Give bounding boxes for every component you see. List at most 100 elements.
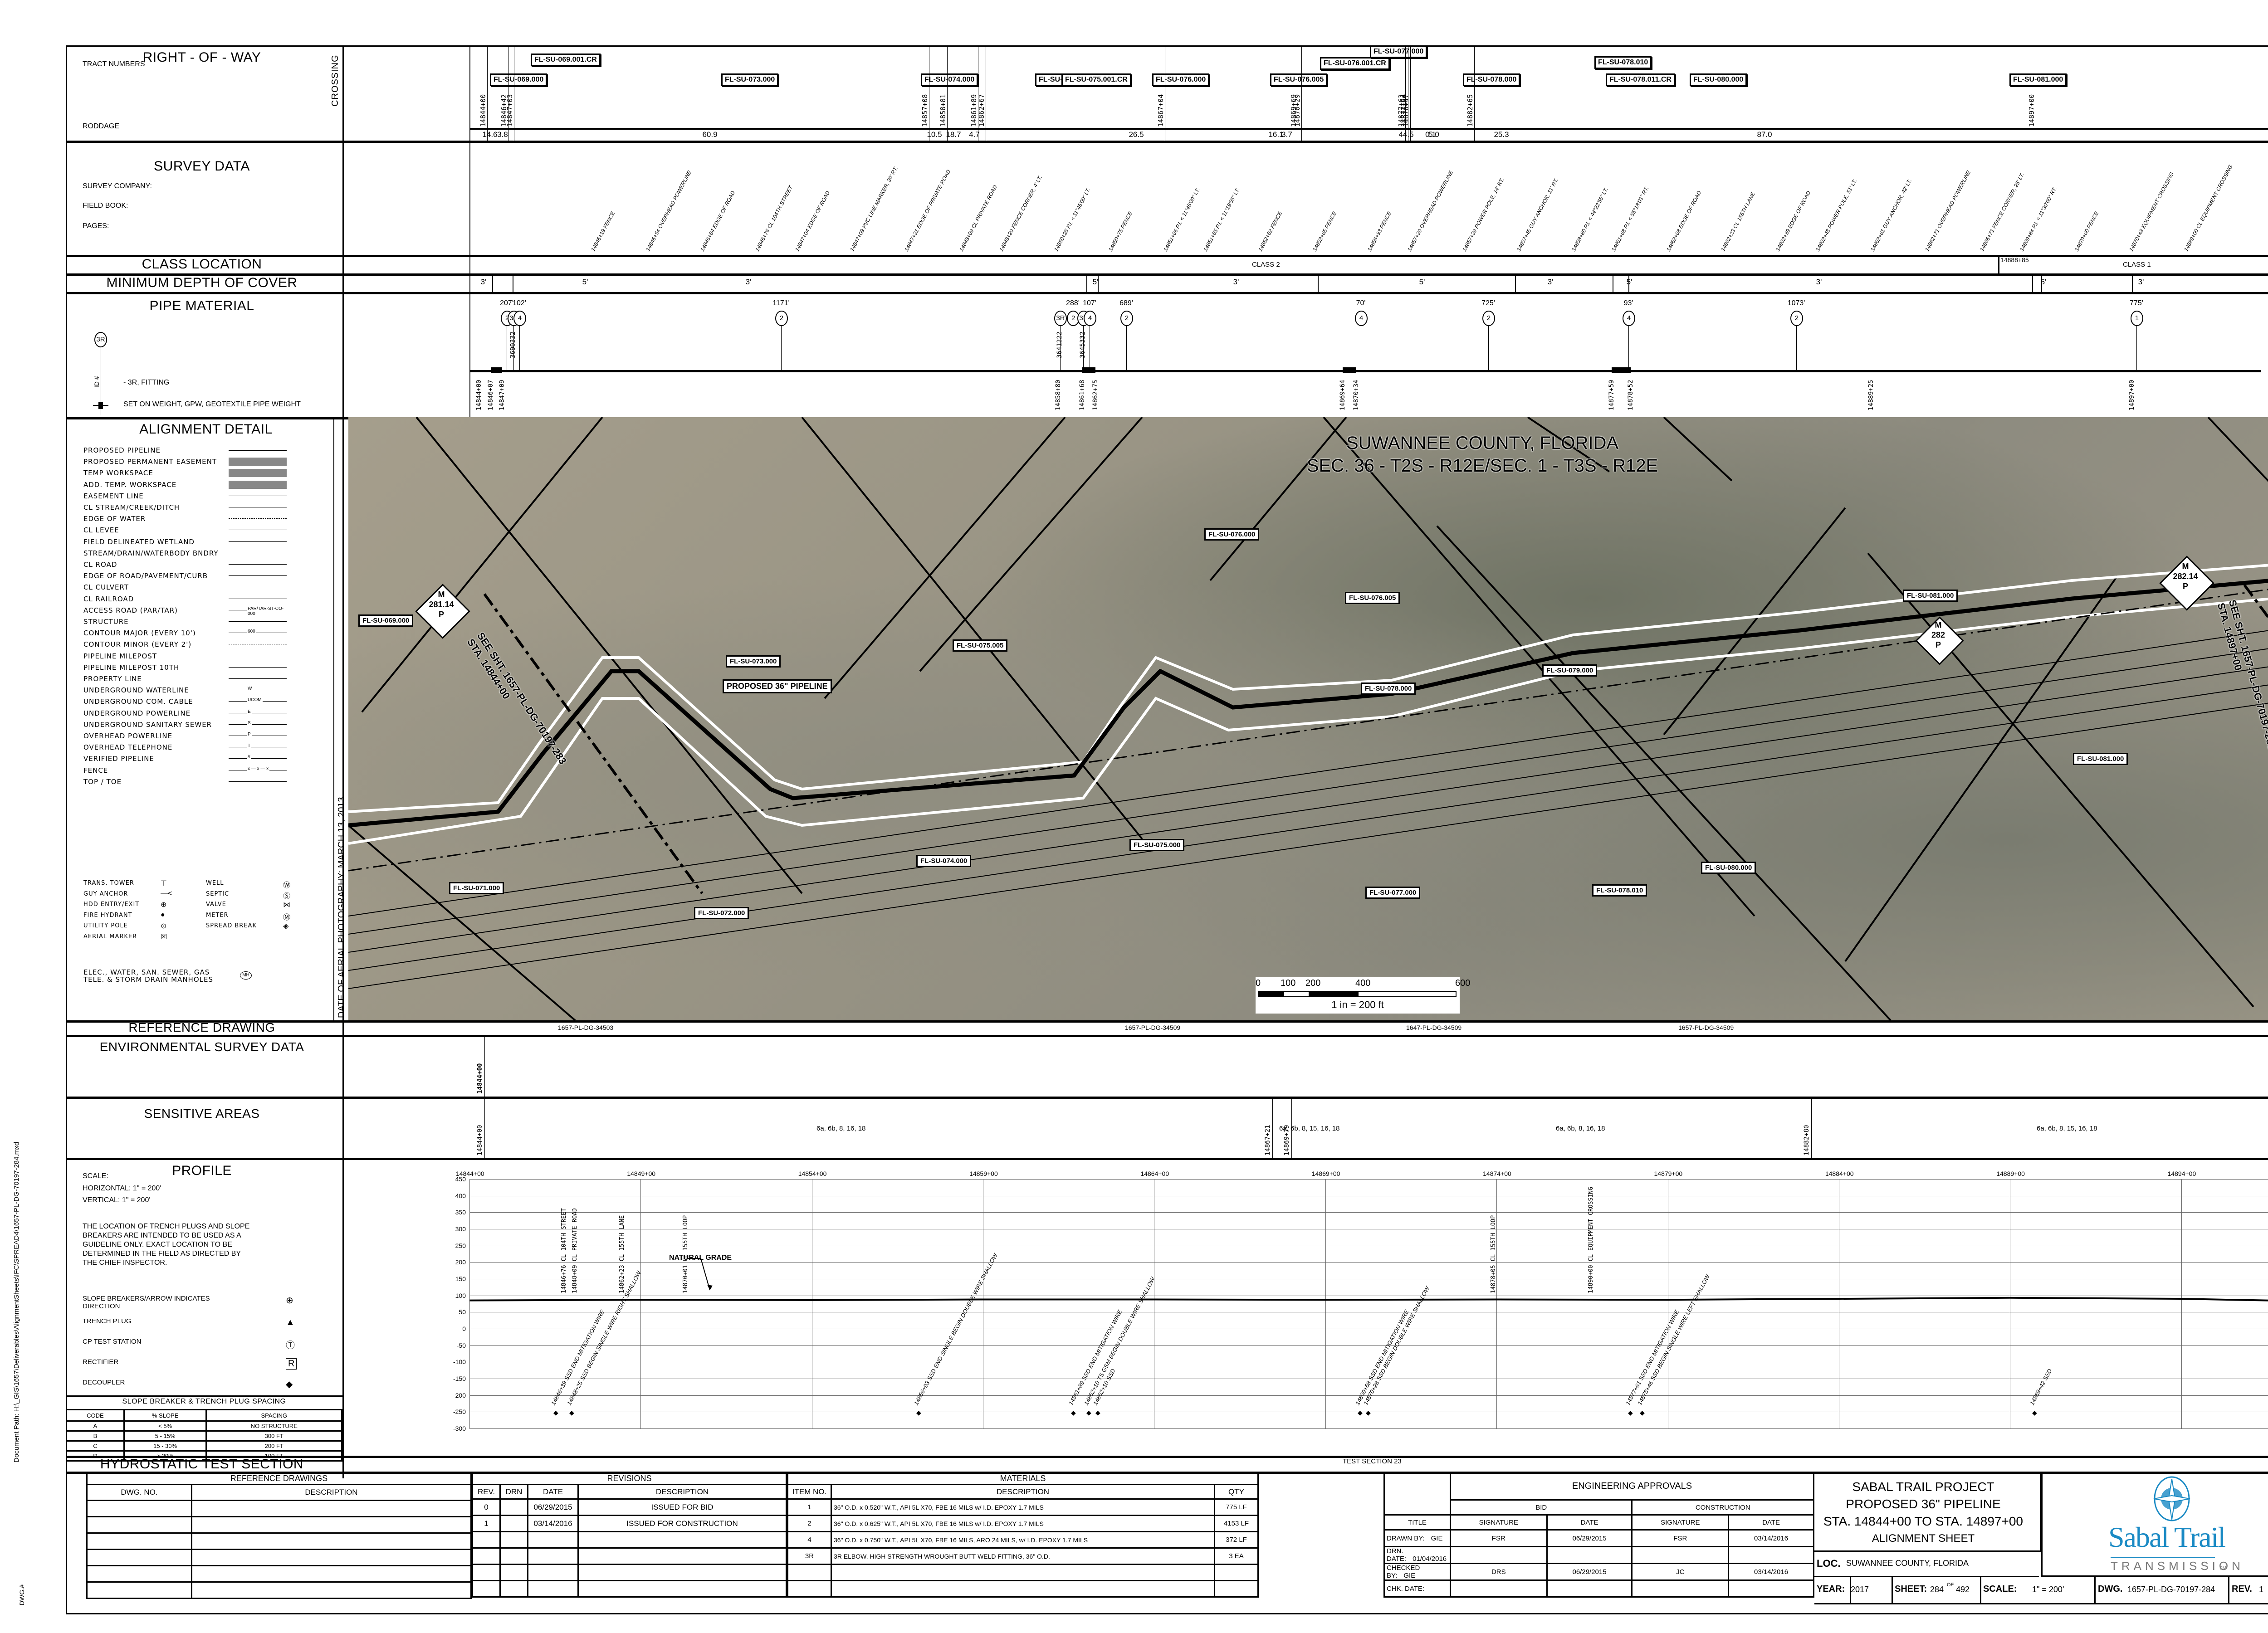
alignment-legend: ALIGNMENT DETAIL PROPOSED PIPELINEPROPOS… [79,418,342,1019]
material-cell [1215,1565,1258,1581]
legend-point-icon: —< [161,890,172,898]
fitting-serial: 3645332 [1079,331,1086,358]
decoupler-icon: ◆ [2032,1409,2037,1417]
profile-symbol-icon: ◆ [286,1379,293,1390]
profile-note: THE LOCATION OF TRENCH PLUGS AND SLOPE B… [83,1222,255,1267]
class-change-station: 14888+85 [2000,256,2029,263]
tract-label: FL-SU-080.000 [1690,73,1747,86]
depth-divider [1515,273,1516,292]
material-cell: 3R [788,1548,831,1565]
pipeline-callout: PROPOSED 36" PIPELINE [723,679,832,693]
map-tract-label: FL-SU-075.000 [1129,839,1184,851]
weight-legend-block [98,402,103,409]
tract-label: FL-SU-073.000 [721,73,778,86]
revision-cell [578,1532,787,1548]
fitting-serial: 3690332 [509,331,517,358]
tract-label: FL-SU-078.000 [1463,73,1520,86]
approval-title: DRAWN BY: [1387,1535,1425,1542]
slope-table-header: CODE [67,1410,124,1421]
legend-line-symbol [229,450,287,451]
crossing-label: CROSSING [330,54,341,107]
pipe-line [469,370,2261,372]
divider [66,1158,2268,1160]
slope-table-title: SLOPE BREAKER & TRENCH PLUG SPACING [66,1398,342,1406]
legend-line-label: OVERHEAD TELEPHONE [83,743,172,751]
legend-line-label: CONTOUR MINOR (EVERY 2') [83,640,191,648]
legend-point-icon: ☒ [161,932,167,941]
legend-point-label: SEPTIC [206,891,229,897]
profile-y-tick: -100 [448,1358,466,1365]
divider [66,1020,2268,1023]
legend-point-label: TRANS. TOWER [83,880,134,887]
legend-point-label: UTILITY POLE [83,922,128,929]
tract-label: FL-SU-078.011.CR [1606,73,1675,86]
year-label: YEAR: [1817,1584,1845,1594]
map-tract-label: FL-SU-081.000 [2073,753,2128,765]
profile-y-tick: 400 [448,1192,466,1199]
aerial-date: DATE OF AERIAL PHOTOGRAPHY: MARCH 13, 20… [337,797,347,1018]
legend-line-label: ACCESS ROAD (PAR/TAR) [83,606,178,614]
row-station: 14870+29 [1293,94,1301,127]
profile-crossing-label: 14890+00 CL EQUIPMENT CROSSING [1588,1187,1594,1293]
pipe-length: 107' [1076,299,1103,307]
legend-line-label: TOP / TOE [83,778,122,786]
material-cell: 1 [788,1499,831,1516]
approval-cell [1451,1580,1547,1597]
logo-name: Sabal Trail [2108,1521,2225,1554]
row-station: 14844+00 [479,94,487,127]
profile-y-tick: 350 [448,1209,466,1216]
scale-tick: 400 [1355,978,1370,989]
field-book-label: FIELD BOOK: [83,202,128,210]
row-station: 14862+67 [978,94,986,127]
scale-tick: 600 [1455,978,1470,989]
approval-row: DRAWN BY:GIEFSR06/29/2015FSR03/14/2016 [1384,1530,1814,1547]
pipe-length: 1073' [1783,299,1810,307]
material-row: 3R3R ELBOW, HIGH STRENGTH WROUGHT BUTT-W… [788,1548,1258,1565]
approval-cell [1729,1547,1814,1564]
depth-value: 5' [576,278,594,287]
revision-row: 006/29/2015ISSUED FOR BID [473,1499,787,1516]
pipe-length: 70' [1347,299,1374,307]
slope-table-header: SPACING [206,1410,342,1421]
legend-line-symbol-text: E [247,709,252,714]
project-title: SABAL TRAIL PROJECTPROPOSED 36" PIPELINE… [1814,1478,2032,1547]
legend-point-label: AERIAL MARKER [83,933,137,940]
revision-row [473,1581,787,1597]
legend-line-symbol [229,667,287,668]
legend-line-label: UNDERGROUND WATERLINE [83,686,189,694]
approvals-header: SIGNATURE [1632,1515,1729,1530]
fitting-legend-icon: 3R [94,332,107,347]
slope-table-cell: A [67,1421,124,1431]
legend-line-label: CL ROAD [83,561,117,569]
slope-table-cell: < 5% [124,1421,206,1431]
legend-point-label: WELL [206,880,224,887]
sensitive-station-line [1291,1097,1292,1158]
roddage-value: 87.0 [1751,130,1778,139]
pipe-id-circle: 4 [1084,311,1096,326]
legend-line-label: CL STREAM/CREEK/DITCH [83,503,180,512]
scale-value: 1" = 200' [2032,1585,2064,1594]
reference-drawing-number: 1647-PL-DG-34509 [1406,1024,1461,1031]
legend-line-label: UNDERGROUND POWERLINE [83,709,191,717]
legend-line-symbol-text: W [247,686,253,691]
sheet-of: OF [1947,1582,1954,1588]
approval-cell: FSR [1632,1530,1729,1547]
slope-table: CODE% SLOPESPACING A< 5%NO STRUCTUREB5 -… [66,1409,342,1462]
legend-line-label: UNDERGROUND COM. CABLE [83,697,193,706]
depth-value: 5' [1086,278,1105,287]
material-cell: 4 [788,1532,831,1548]
approval-title: DRN. DATE: [1387,1547,1406,1563]
revision-cell [473,1581,500,1597]
material-cell: 4153 LF [1215,1516,1258,1532]
legend-line-symbol [229,621,287,622]
legend-line-symbol [229,781,287,782]
aerial-map[interactable]: SUWANNEE COUNTY, FLORIDA SEC. 36 - T2S -… [348,417,2268,1020]
profile-y-tick: 250 [448,1242,466,1249]
map-tract-label: FL-SU-071.000 [449,882,504,894]
approval-cell: 03/14/2016 [1729,1530,1814,1547]
approval-name: 01/04/2016 [1413,1555,1447,1563]
legend-point-label: HDD ENTRY/EXIT [83,901,139,908]
profile-y-tick: -250 [448,1408,466,1415]
revisions-header: DATE [528,1485,578,1499]
sensitive-area-codes: 6a, 6b, 8, 15, 16, 18 [2037,1125,2097,1132]
